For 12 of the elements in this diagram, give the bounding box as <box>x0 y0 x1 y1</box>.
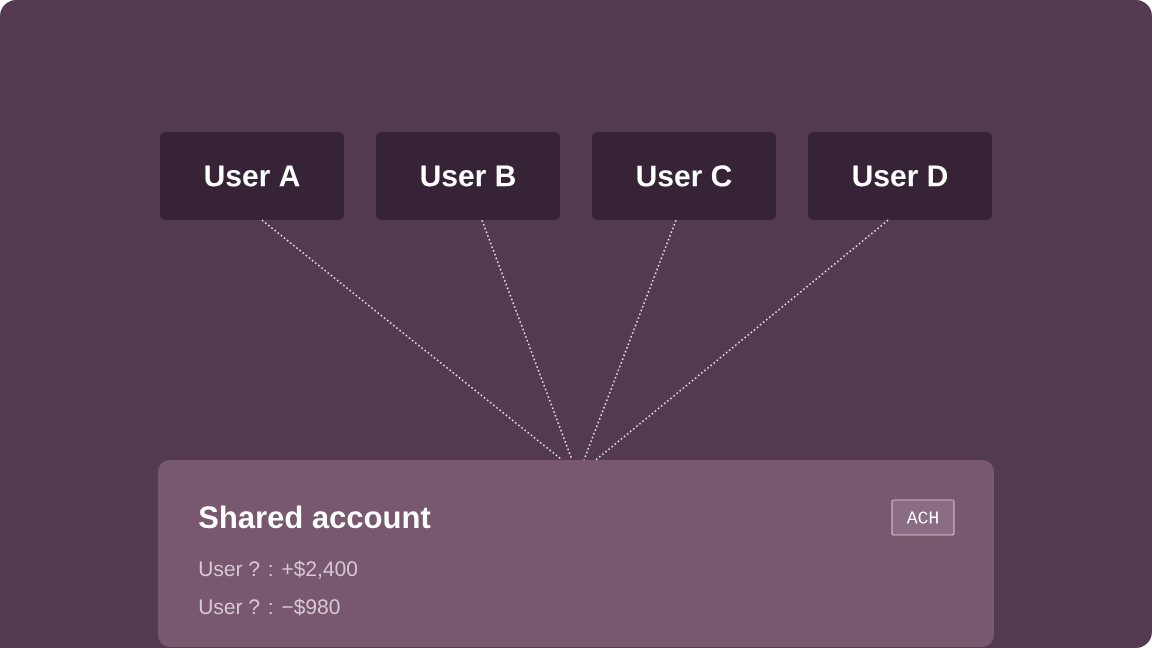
balance-line: User ? : +$2,400 <box>199 560 358 579</box>
dotted-line <box>261 219 563 461</box>
dotted-line <box>481 219 573 461</box>
label-tag: ACH <box>891 499 955 536</box>
dotted-line <box>583 219 677 461</box>
user-box: User A <box>160 132 344 220</box>
user-box: User D <box>808 132 992 220</box>
card-heading: Shared account <box>199 505 431 529</box>
dotted-line <box>595 219 889 461</box>
user-box: User C <box>592 132 776 220</box>
user-box: User B <box>376 132 560 220</box>
balance-line: User ? : −$980 <box>199 598 340 616</box>
